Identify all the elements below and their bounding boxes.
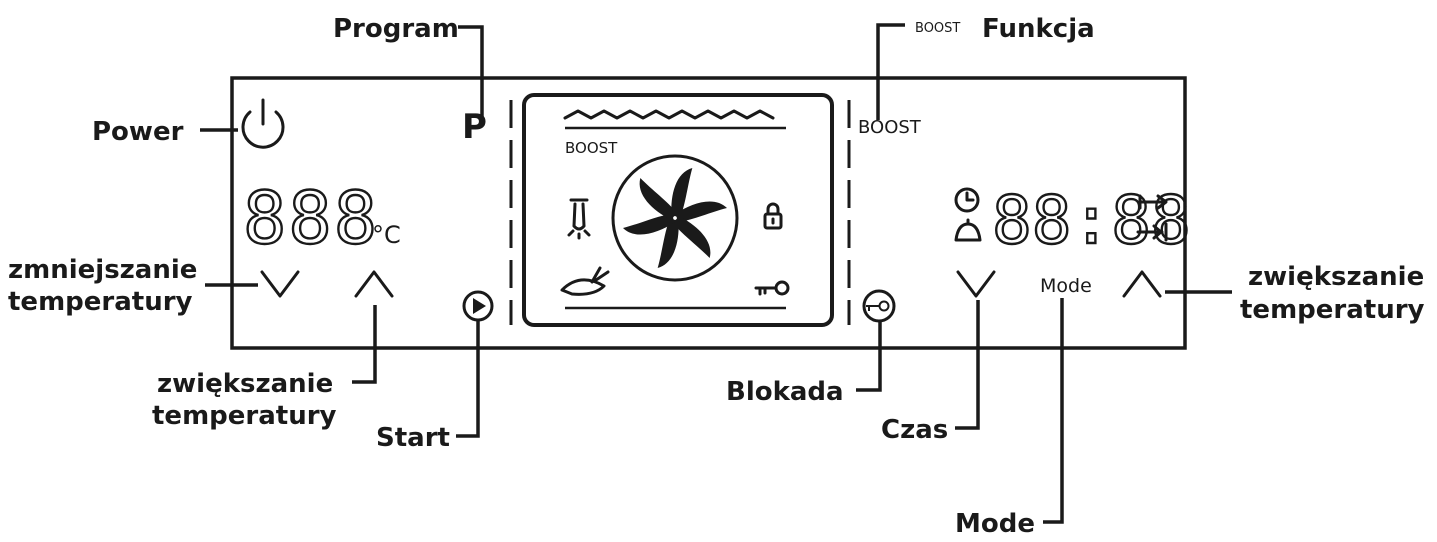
clock-icon — [954, 187, 980, 213]
leader-czas — [955, 300, 980, 430]
boost-screen-label: BOOST — [565, 139, 618, 157]
label-zmniejszanie-line2: temperatury — [8, 287, 193, 317]
fan-blade — [671, 167, 693, 217]
time-chevron-down-icon[interactable] — [956, 270, 996, 298]
leader-program — [458, 25, 484, 118]
leader-zwiekszanie-left — [352, 305, 377, 384]
label-czas: Czas — [881, 415, 948, 445]
leader-mode — [1043, 298, 1064, 524]
mode-button[interactable]: Mode — [1040, 275, 1092, 297]
boost-function-button[interactable]: BOOST — [858, 117, 922, 138]
central-screen — [522, 93, 834, 327]
leader-funkcja — [876, 23, 905, 120]
label-zwiekszanie-right-line1: zwiększanie — [1248, 262, 1424, 292]
roasting-tray-icon — [560, 266, 610, 296]
time-display: 88:88 — [992, 182, 1191, 259]
label-program: Program — [333, 14, 459, 44]
arrow-start-icon — [1138, 194, 1168, 210]
fan-blade — [657, 219, 679, 269]
label-start: Start — [376, 423, 450, 453]
arrow-end-icon — [1136, 222, 1168, 242]
label-power: Power — [92, 117, 184, 147]
label-funkcja: Funkcja — [982, 14, 1095, 44]
key-button-icon[interactable] — [862, 289, 896, 323]
temperature-display: 888 — [243, 176, 379, 260]
bell-icon — [954, 218, 982, 242]
label-zwiekszanie-left-line2: temperatury — [152, 401, 337, 431]
top-heater-icon — [563, 109, 775, 120]
lamp-icon — [567, 198, 591, 240]
fan-blade — [673, 216, 711, 259]
label-zwiekszanie-right-line2: temperatury — [1240, 295, 1425, 325]
chevron-down-icon[interactable] — [260, 270, 300, 298]
temperature-unit: °C — [372, 221, 401, 249]
fan-blade — [675, 201, 727, 222]
chevron-up-icon[interactable] — [354, 270, 394, 298]
control-panel — [230, 76, 1187, 350]
leader-start — [456, 320, 480, 438]
label-blokada: Blokada — [726, 377, 844, 407]
fan-icon — [611, 154, 739, 282]
label-mode: Mode — [955, 509, 1035, 539]
fan-blade — [623, 214, 675, 235]
label-boost-prefix: BOOST — [915, 21, 960, 36]
fan-blade — [639, 177, 677, 220]
key-icon — [754, 280, 790, 296]
power-icon[interactable] — [241, 98, 285, 149]
padlock-icon — [763, 202, 783, 230]
label-zwiekszanie-left-line1: zwiększanie — [157, 369, 333, 399]
label-zmniejszanie-line1: zmniejszanie — [8, 255, 197, 285]
play-icon[interactable] — [462, 290, 494, 322]
time-chevron-up-icon[interactable] — [1122, 270, 1162, 298]
leader-blokada — [856, 322, 882, 392]
program-button[interactable]: P — [462, 107, 487, 147]
